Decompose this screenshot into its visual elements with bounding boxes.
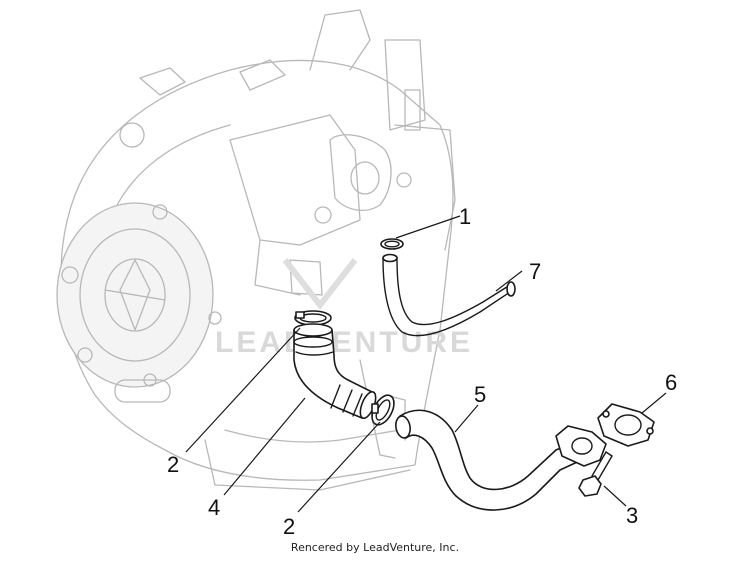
leader-2-upper (185, 327, 301, 453)
part-4-elbow-hose (293, 323, 377, 419)
callout-6: 6 (665, 370, 677, 395)
part-6-gasket (597, 403, 655, 447)
part-2-hose-clamp-lower (371, 394, 395, 426)
callout-7: 7 (529, 259, 541, 284)
callout-labels: 1 7 2 4 2 5 6 3 (167, 204, 677, 539)
exploded-view: LEADVENTURE (56, 9, 677, 539)
watermark-text: LEADVENTURE (215, 326, 473, 359)
callout-5: 5 (474, 382, 486, 407)
leader-1 (395, 215, 461, 239)
leader-6 (641, 392, 667, 414)
leader-7 (495, 270, 523, 292)
callout-4: 4 (208, 495, 220, 520)
callout-3: 3 (626, 503, 638, 528)
callout-2-lower: 2 (283, 514, 295, 539)
flange-plate (555, 425, 607, 467)
leader-3 (603, 485, 627, 507)
leader-2-lower (297, 421, 381, 513)
part-7-breather-hose (382, 253, 516, 337)
watermark: LEADVENTURE (215, 258, 473, 359)
part-3-bolt (578, 451, 613, 497)
part-2-hose-clamp-upper (294, 310, 332, 326)
part-1-small-clamp (380, 238, 404, 250)
callout-1: 1 (459, 204, 471, 229)
watermark-logo (282, 258, 358, 310)
engine-housing-ghost (56, 9, 456, 491)
leader-lines (185, 215, 667, 513)
leader-5 (454, 404, 479, 433)
part-5-long-hose (395, 409, 587, 511)
callout-2-upper: 2 (167, 452, 179, 477)
credit-text: Rencered by LeadVenture, Inc. (290, 541, 460, 554)
leader-4 (223, 397, 306, 496)
